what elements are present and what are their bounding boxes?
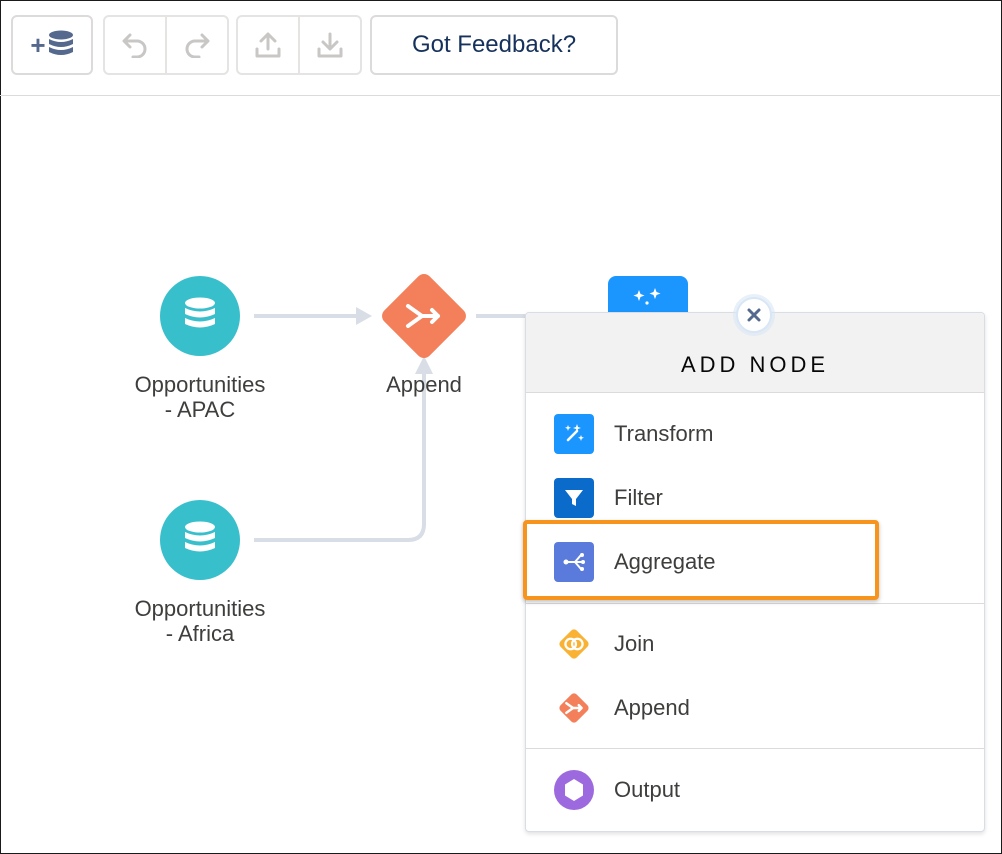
database-icon (185, 297, 215, 328)
close-icon (747, 308, 761, 322)
toolbar: + (0, 0, 1000, 96)
filter-icon (554, 478, 594, 518)
menu-item-filter[interactable]: Filter (526, 468, 984, 528)
menu-item-append[interactable]: Append (526, 678, 984, 738)
add-node-popover: ADD NODE Transform Filter (525, 312, 985, 832)
output-icon (554, 770, 594, 810)
got-feedback-label: Got Feedback? (411, 31, 577, 58)
menu-item-label: Aggregate (614, 549, 716, 574)
menu-divider (526, 748, 984, 749)
sparkle-icon (633, 288, 661, 305)
download-icon (317, 32, 343, 58)
join-icon (554, 624, 594, 664)
menu-item-label: Transform (614, 421, 714, 446)
menu-item-label: Append (614, 695, 690, 720)
dataset-node-apac[interactable] (160, 276, 240, 356)
download-button[interactable] (298, 17, 360, 73)
upload-icon (255, 32, 281, 58)
menu-item-aggregate[interactable]: Aggregate (526, 532, 984, 592)
dataset-label-apac: Opportunities - APAC (134, 372, 266, 422)
dataset-node-africa[interactable] (160, 500, 240, 580)
database-icon (48, 30, 73, 55)
append-icon (554, 688, 594, 728)
upload-download-group (236, 15, 362, 75)
menu-item-join[interactable]: Join (526, 614, 984, 674)
popover-header: ADD NODE (526, 313, 984, 393)
got-feedback-button[interactable]: Got Feedback? (370, 15, 618, 75)
transform-node[interactable] (608, 276, 688, 316)
append-label: Append (386, 372, 462, 397)
close-popover-button[interactable] (736, 297, 772, 333)
undo-redo-group (103, 15, 229, 75)
popover-title: ADD NODE (680, 352, 830, 377)
undo-icon (122, 33, 147, 58)
menu-divider (526, 603, 984, 604)
aggregate-icon (554, 542, 594, 582)
append-icon (406, 304, 440, 328)
menu-item-transform[interactable]: Transform (526, 404, 984, 464)
dataset-label-africa: Opportunities - Africa (134, 596, 266, 646)
plus-label: + (30, 29, 46, 60)
redo-button[interactable] (165, 17, 227, 73)
add-dataset-button[interactable]: + (11, 15, 93, 75)
menu-item-label: Join (614, 631, 655, 656)
menu-item-output[interactable]: Output (526, 760, 984, 820)
transform-icon (554, 414, 594, 454)
aggregate-highlight (523, 520, 879, 600)
database-icon (185, 521, 215, 552)
upload-button[interactable] (238, 17, 298, 73)
menu-item-label: Output (614, 777, 681, 802)
undo-button[interactable] (105, 17, 165, 73)
redo-icon (185, 33, 210, 58)
menu-item-label: Filter (614, 485, 663, 510)
